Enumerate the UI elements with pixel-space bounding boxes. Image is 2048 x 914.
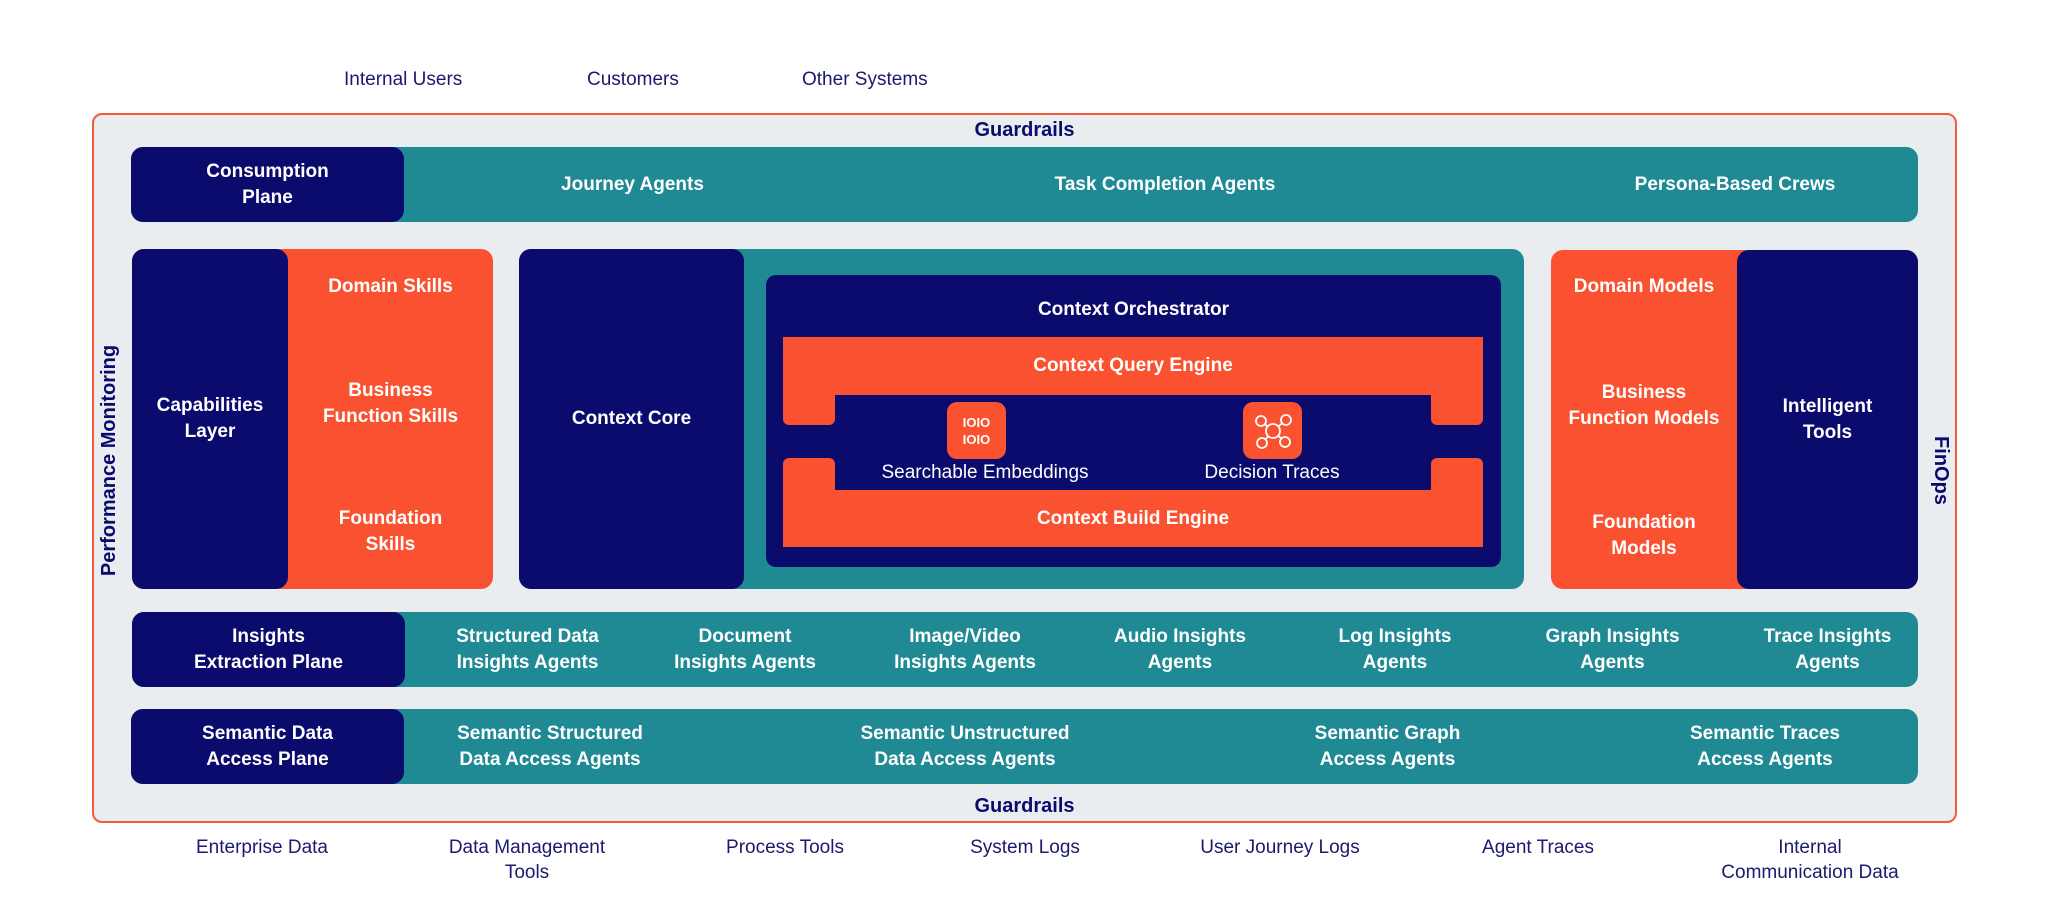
task-completion-agents: Task Completion Agents — [1054, 173, 1276, 195]
foundation-models: Foundation Models — [1592, 512, 1696, 559]
finops-wrap: FinOps — [1920, 420, 1960, 520]
business-function-skills: Business Function Skills — [322, 380, 459, 427]
foundation-skills: Foundation Skills — [338, 508, 443, 555]
semantic-access-bar — [131, 709, 1918, 784]
bottom-label-data-management-tools: Data Management Tools — [448, 837, 606, 883]
performance-monitoring-wrap: Performance Monitoring — [90, 340, 130, 580]
bottom-label-user-journey-logs: User Journey Logs — [1200, 836, 1360, 858]
semantic-access-title-box: Semantic Data Access Plane — [131, 709, 404, 784]
semantic-traces-access-agents: Semantic Traces Access Agents — [1690, 722, 1840, 770]
consumption-plane-bar — [131, 147, 1918, 222]
persona-based-crews: Persona-Based Crews — [1634, 173, 1836, 195]
semantic-unstructured-data-access-agents: Semantic Unstructured Data Access Agents — [860, 722, 1070, 770]
log-insights-agents: Log Insights Agents — [1338, 625, 1452, 673]
context-build-engine-bar — [783, 490, 1483, 547]
intelligent-tools-title: Intelligent Tools — [1782, 395, 1873, 443]
context-core-box: Context Core — [519, 249, 744, 589]
searchable-embeddings-label: Searchable Embeddings — [881, 462, 1089, 483]
guardrails-top-label: Guardrails — [974, 118, 1075, 141]
network-icon — [1243, 402, 1302, 459]
build-engine-left-leg — [783, 458, 835, 493]
structured-data-insights-agents: Structured Data Insights Agents — [456, 625, 599, 673]
performance-monitoring-label: Performance Monitoring — [98, 344, 121, 576]
image-video-insights-agents: Image/Video Insights Agents — [894, 625, 1036, 673]
bottom-label-internal-communication-data: Internal Communication Data — [1721, 837, 1899, 883]
domain-skills: Domain Skills — [328, 276, 453, 297]
top-label-internal-users: Internal Users — [344, 69, 463, 90]
capabilities-layer-title: Capabilities Layer — [156, 395, 264, 442]
bottom-label-enterprise-data: Enterprise Data — [195, 836, 328, 858]
decision-traces-label: Decision Traces — [1204, 462, 1340, 483]
network-icon-svg — [1254, 413, 1292, 449]
insights-extraction-title: Insights Extraction Plane — [194, 625, 343, 673]
context-orchestrator-title: Context Orchestrator — [1037, 299, 1230, 320]
semantic-graph-access-agents: Semantic Graph Access Agents — [1314, 722, 1461, 770]
insights-extraction-bar — [132, 612, 1918, 687]
consumption-plane-title: Consumption Plane — [206, 160, 329, 208]
business-function-models: Business Function Models — [1568, 382, 1720, 429]
top-label-customers: Customers — [587, 69, 679, 90]
bottom-label-process-tools: Process Tools — [726, 836, 844, 858]
semantic-structured-data-access-agents: Semantic Structured Data Access Agents — [457, 722, 643, 770]
top-label-other-systems: Other Systems — [802, 69, 928, 90]
semantic-access-title: Semantic Data Access Plane — [202, 722, 333, 770]
context-query-engine-label: Context Query Engine — [1033, 355, 1233, 376]
bottom-label-system-logs: System Logs — [970, 836, 1080, 858]
audio-insights-agents: Audio Insights Agents — [1114, 625, 1246, 673]
journey-agents: Journey Agents — [561, 173, 704, 195]
guardrails-bottom-label: Guardrails — [974, 794, 1075, 817]
document-insights-agents: Document Insights Agents — [674, 625, 816, 673]
finops-label: FinOps — [1929, 435, 1952, 505]
insights-extraction-title-box: Insights Extraction Plane — [132, 612, 405, 687]
query-engine-right-leg — [1431, 392, 1483, 425]
graph-insights-agents: Graph Insights Agents — [1545, 625, 1680, 673]
build-engine-right-leg — [1431, 458, 1483, 493]
trace-insights-agents: Trace Insights Agents — [1763, 625, 1892, 673]
consumption-plane-title-box: Consumption Plane — [131, 147, 404, 222]
embeddings-icon-text: IOIO IOIO — [962, 414, 991, 447]
bottom-label-agent-traces: Agent Traces — [1482, 836, 1594, 858]
capabilities-layer-box: Capabilities Layer — [132, 249, 288, 589]
intelligent-tools-box: Intelligent Tools — [1737, 250, 1918, 589]
embeddings-icon: IOIO IOIO — [947, 402, 1006, 459]
context-query-engine-bar — [783, 337, 1483, 395]
context-core-title: Context Core — [571, 408, 692, 429]
context-build-engine-label: Context Build Engine — [1036, 507, 1230, 529]
domain-models: Domain Models — [1573, 276, 1715, 297]
query-engine-left-leg — [783, 392, 835, 425]
